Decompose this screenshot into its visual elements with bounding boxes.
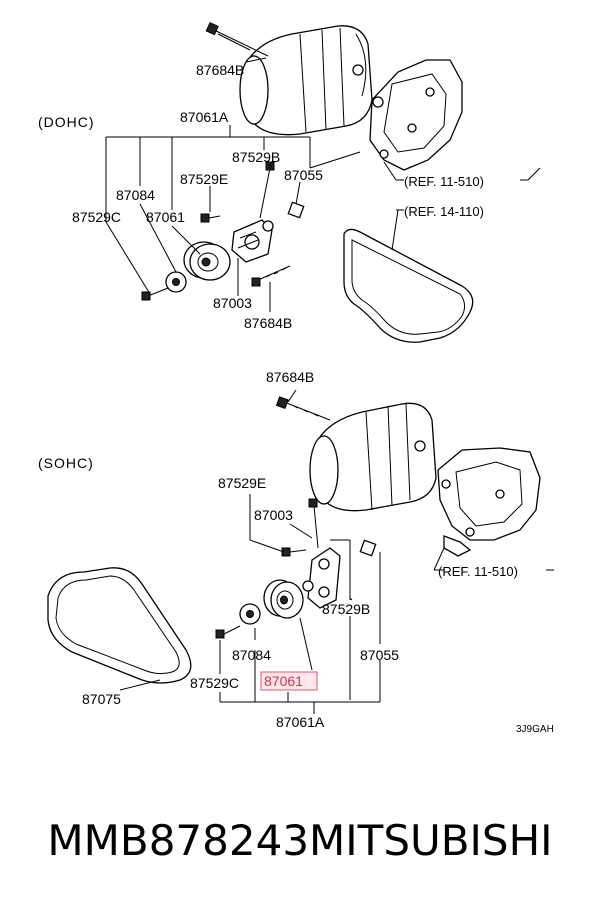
sohc-tensioner-bracket-87003	[307, 498, 341, 609]
brand-name: MITSUBISHI	[309, 815, 553, 865]
dohc-bolt-87684B-top	[205, 22, 269, 57]
dohc-nut-87055	[287, 201, 305, 219]
dohc-ref-bracket: (REF. 11-510)	[404, 174, 484, 189]
sohc-drive-belt-87075	[47, 567, 192, 684]
product-caption: MMB878243 MITSUBISHI	[0, 812, 600, 868]
dohc-bolt-87529E	[200, 213, 221, 223]
dohc-label-87003: 87003	[213, 295, 252, 311]
dohc-washer-87084	[165, 271, 187, 293]
sohc-section: (SOHC)	[38, 369, 554, 730]
dohc-label-87684B-bottom: 87684B	[244, 315, 292, 331]
sohc-nut-87055	[359, 539, 377, 557]
dohc-label-87529C: 87529C	[72, 209, 121, 225]
dohc-drive-belt	[343, 228, 474, 343]
dohc-section-label: (DOHC)	[38, 114, 95, 130]
dohc-tensioner-bracket-87003	[231, 219, 274, 263]
sohc-label-87075: 87075	[82, 691, 121, 707]
dohc-label-87061A: 87061A	[180, 109, 229, 125]
dohc-pulley-87061	[183, 241, 231, 281]
sohc-label-87003: 87003	[254, 507, 293, 523]
sohc-bolt-87529C	[215, 625, 241, 639]
sohc-highlight-box	[260, 671, 318, 691]
dohc-section: (DOHC)	[38, 22, 541, 343]
dohc-label-87055: 87055	[284, 167, 323, 183]
sohc-label-87529C: 87529C	[190, 675, 239, 691]
sohc-compressor-illustration	[309, 402, 437, 512]
sohc-label-87529B: 87529B	[322, 601, 370, 617]
sohc-label-87061-highlighted: 87061	[264, 673, 303, 689]
sohc-label-87084: 87084	[232, 647, 271, 663]
dohc-label-87084: 87084	[116, 187, 155, 203]
sohc-label-87055: 87055	[360, 647, 399, 663]
sohc-bracket-illustration	[437, 447, 541, 557]
sohc-label-87061A: 87061A	[276, 714, 325, 730]
sohc-label-87684B: 87684B	[266, 369, 314, 385]
dohc-label-87061: 87061	[146, 209, 185, 225]
sohc-label-87529E: 87529E	[218, 475, 266, 491]
sohc-bolt-87529E	[281, 547, 307, 557]
dohc-bolt-87529C	[141, 287, 169, 301]
dohc-label-87684B-top: 87684B	[196, 62, 244, 78]
dohc-ref-belt: (REF. 14-110)	[404, 204, 484, 219]
sohc-ref-bracket: (REF. 11-510)	[438, 564, 518, 579]
sohc-pulley-87061	[263, 579, 314, 619]
dohc-compressor-illustration	[239, 25, 373, 136]
dohc-label-87529E: 87529E	[180, 171, 228, 187]
sohc-washer-87084	[239, 603, 261, 625]
diagram-code: 3J9GAH	[516, 724, 554, 735]
dohc-leader-lines	[105, 57, 541, 312]
sohc-leader-lines	[119, 389, 554, 714]
dohc-label-87529B: 87529B	[232, 149, 280, 165]
dohc-bracket-illustration	[369, 59, 463, 171]
part-number: MMB878243	[47, 815, 310, 865]
dohc-bolt-87684B-bottom	[251, 265, 291, 287]
sohc-bolt-87684B	[275, 396, 331, 421]
dohc-bolt-87529B	[259, 161, 275, 219]
sohc-section-label: (SOHC)	[38, 455, 94, 471]
